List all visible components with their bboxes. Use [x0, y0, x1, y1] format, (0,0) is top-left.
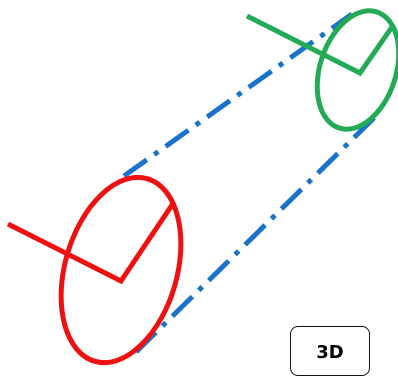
- start-frame-circle: [58, 174, 184, 366]
- start-frame-axes: [6, 200, 177, 285]
- view-3d-button[interactable]: 3D: [290, 326, 370, 376]
- end-frame-circle: [314, 8, 398, 132]
- end-frame-axes: [245, 13, 395, 77]
- view-3d-button-label: 3D: [316, 342, 344, 363]
- lower-sweep-line: [134, 114, 378, 354]
- sweep-diagram: [6, 8, 398, 366]
- upper-sweep-line: [122, 11, 354, 179]
